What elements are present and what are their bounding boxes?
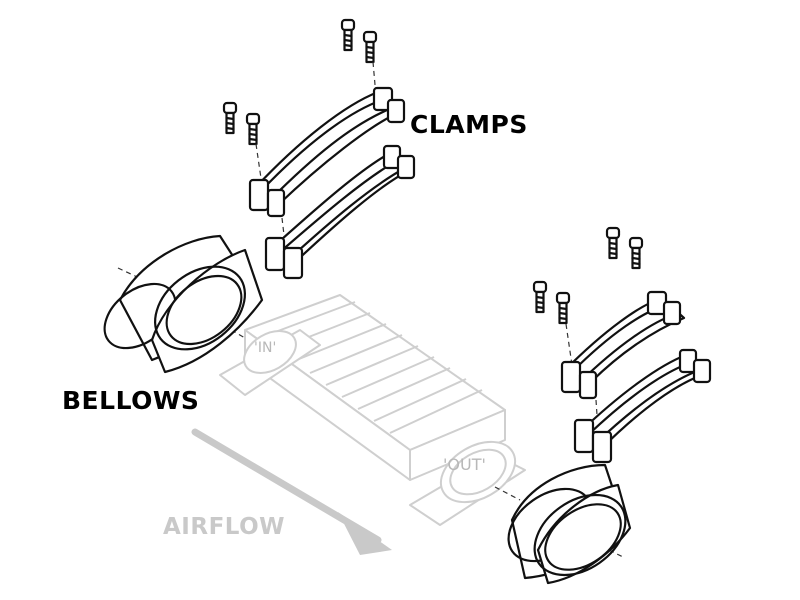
inlet-label: 'IN' (254, 340, 277, 356)
airflow-arrow (191, 428, 392, 555)
intercooler-core (219, 294, 526, 526)
left-bellows (103, 234, 264, 374)
bellows-label: BELLOWS (62, 386, 200, 415)
clamps-label: CLAMPS (410, 110, 528, 139)
upper-clamp-pair (222, 18, 416, 280)
lower-clamp-pair (532, 226, 712, 464)
outlet-label: 'OUT' (443, 455, 486, 474)
right-bellows (494, 463, 632, 585)
airflow-label: AIRFLOW (163, 514, 286, 540)
